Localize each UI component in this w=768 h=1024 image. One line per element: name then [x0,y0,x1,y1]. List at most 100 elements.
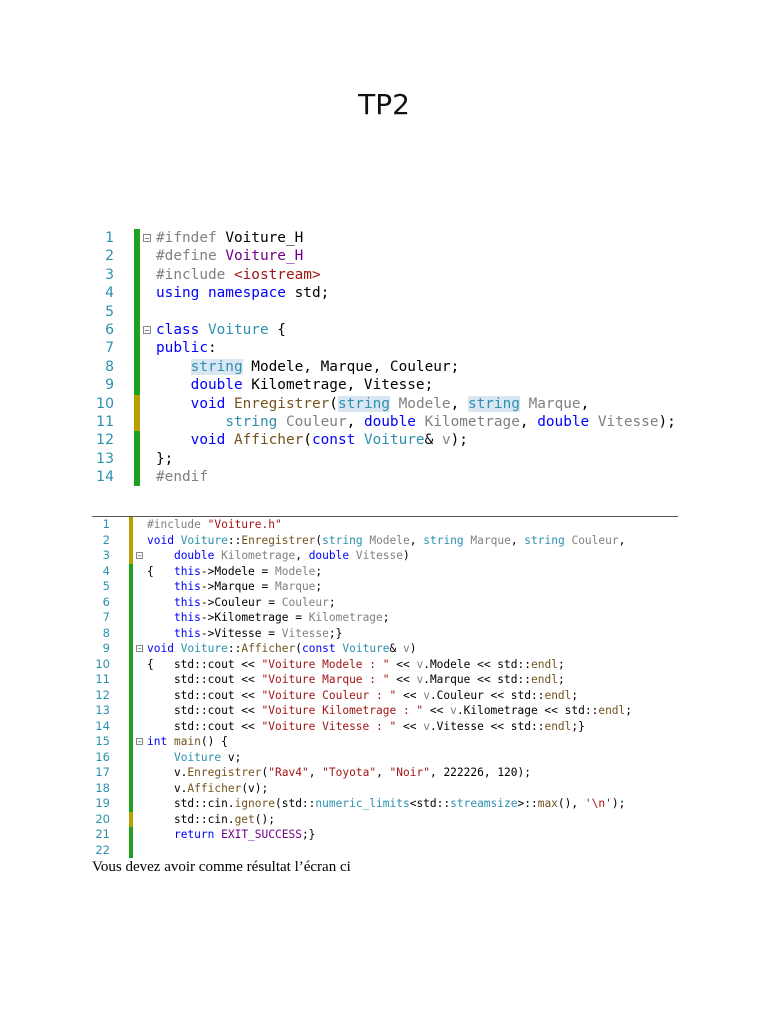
code-token: v. [147,766,188,779]
line-number: 5 [102,579,110,593]
code-token: Afficher [233,432,304,449]
code-line: 10{ std::cout << "Voiture Modele : " << … [92,656,678,672]
code-token: << [396,688,424,702]
code-token: , [450,395,468,412]
code-token: "Voiture Modele : " [261,657,390,671]
collapse-icon[interactable]: − [136,645,143,653]
code-line: 19 std::cin.ignore(std::numeric_limits<s… [92,796,678,812]
code-text: void Voiture::Enregistrer(string Modele,… [147,533,625,549]
code-token: , [409,533,424,547]
code-line: 20 std::cin.get(); [92,811,678,828]
line-number: 22 [95,842,110,857]
code-line: 16 Voiture v; [92,749,678,765]
code-line: 13 std::cout << "Voiture Kilometrage : "… [92,703,678,719]
collapse-icon[interactable]: − [136,738,143,746]
code-token: numeric_limits [315,797,410,810]
code-token: void [147,642,181,655]
code-token [147,549,174,562]
code-token: ; [382,611,390,624]
code-token: Marque [275,580,316,593]
code-token: { [147,564,174,578]
code-token: Voiture_H [225,230,304,246]
code-token [156,359,191,375]
code-text: class Voiture { [156,321,286,339]
code-token: return [173,828,222,841]
code-token: , [376,766,390,779]
code-token [156,377,191,393]
code-token: , [519,413,538,430]
code-token: , [346,413,364,430]
code-token: .Couleur << std:: [429,688,545,702]
collapse-icon[interactable]: − [143,234,151,243]
code-token: (); [254,812,275,826]
code-token: std::cin. [147,812,235,826]
code-token: << [389,657,417,671]
code-token: streamsize [450,797,518,810]
code-token: v [416,657,424,671]
change-marker [129,703,133,719]
code-text: return EXIT_SUCCESS;} [147,827,315,843]
change-marker [129,765,133,781]
code-token: "Voiture.h" [207,518,282,531]
change-marker [134,357,140,377]
code-token: endl [544,688,572,702]
code-token: ); [658,413,676,430]
code-token [156,432,191,448]
collapse-icon[interactable]: − [143,325,151,335]
code-text: using namespace std; [156,284,329,302]
code-token: Kilometrage, Vitesse; [242,377,434,394]
line-number: 10 [95,656,110,671]
code-line: 9−void Voiture::Afficher(const Voiture& … [92,641,678,657]
code-token: this [173,564,201,578]
code-token: Vitesse [589,413,659,430]
code-token: v. [147,781,188,795]
code-token: endl [530,657,558,671]
code-token: string [322,533,363,547]
line-number: 9 [102,641,110,655]
code-token: { [268,321,286,338]
code-token: v [416,673,424,686]
code-token: this [173,595,201,609]
code-token: .Marque << std:: [423,673,531,686]
change-marker [129,563,133,579]
code-token: .Modele << std:: [423,657,531,671]
code-text: }; [156,450,173,468]
collapse-icon[interactable]: − [136,552,143,560]
line-number: 20 [95,811,110,826]
code-text: std::cout << "Voiture Kilometrage : " <<… [147,703,632,719]
change-marker [134,339,140,358]
code-line: 22 [92,842,678,858]
code-token: v [423,719,430,733]
code-token: double [308,549,350,562]
change-marker [129,672,133,688]
code-token: Voiture [180,642,228,655]
change-marker [129,780,133,796]
line-number: 13 [96,450,114,467]
line-number: 1 [105,230,114,246]
code-text: int main() { [147,734,228,750]
code-text: #include "Voiture.h" [147,517,282,533]
code-token: Couleur [277,413,347,430]
code-token: (std:: [274,797,316,810]
code-token: max [537,797,558,810]
line-number: 19 [95,796,110,810]
code-token: Voiture [207,321,269,338]
code-token: <std:: [409,797,451,810]
change-marker [129,579,133,595]
code-token: << [423,704,451,717]
code-token: v [450,704,457,717]
code-line: 17 v.Enregistrer("Rav4", "Toyota", "Noir… [92,765,678,781]
code-token: get [234,812,255,826]
change-marker [129,827,133,843]
code-token: << [396,719,424,733]
code-text: #endif [156,468,208,486]
line-number: 13 [95,703,110,717]
code-token: v [423,688,430,702]
code-token: ->Modele = [200,564,275,578]
code-text: std::cin.get(); [147,812,275,828]
code-token: Enregistrer [233,395,330,412]
code-line: 8 string Modele, Marque, Couleur; [92,357,692,377]
code-token [156,414,225,430]
